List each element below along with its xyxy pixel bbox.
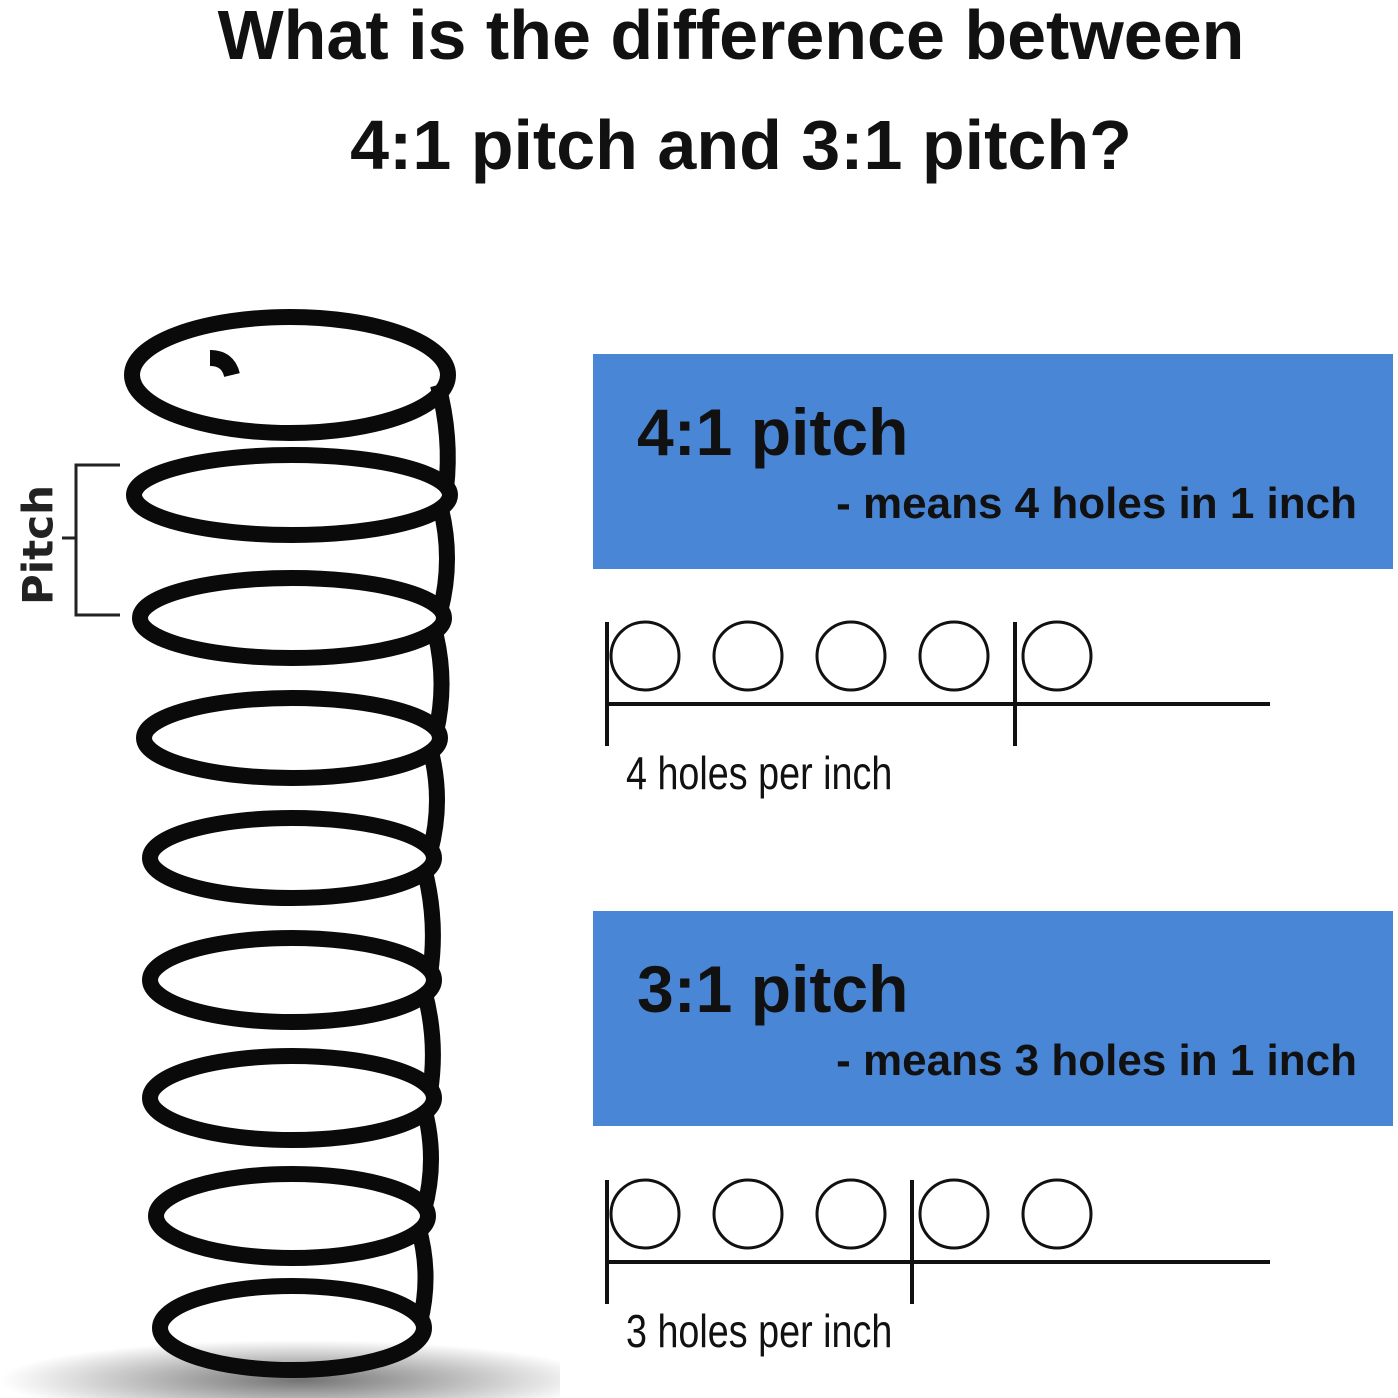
title-line-1: What is the difference between [217, 0, 1245, 74]
title-line-2: 4:1 pitch and 3:1 pitch? [350, 106, 1132, 184]
punch-hole [1021, 620, 1093, 692]
punch-hole [918, 620, 990, 692]
pitch-description-3-1: - means 3 holes in 1 inch [836, 1036, 1357, 1085]
coil-loops [124, 309, 458, 1378]
punch-hole [1021, 1178, 1093, 1250]
coil-loop [142, 1048, 442, 1148]
punch-hole [815, 1178, 887, 1250]
coil-strand [426, 625, 450, 734]
coil-loop [152, 1278, 432, 1378]
spiral-coil-illustration [0, 309, 560, 1398]
pitch-label: Pitch [13, 484, 63, 606]
punch-hole [815, 620, 887, 692]
pitch-heading-3-1: 3:1 pitch [637, 952, 909, 1026]
coil-strand [432, 502, 455, 615]
coil-loop [124, 309, 456, 441]
coil-loop [142, 930, 442, 1030]
pitch-box-4-1: 4:1 pitch - means 4 holes in 1 inch [593, 354, 1393, 569]
punch-hole [609, 620, 681, 692]
coil-loop [148, 1166, 436, 1266]
coil-strand [422, 745, 445, 855]
scale-caption-4-1: 4 holes per inch [626, 747, 893, 799]
coil-loop [132, 570, 452, 666]
punch-hole [712, 1178, 784, 1250]
coil-open-end [238, 340, 298, 380]
pitch-bracket [62, 463, 120, 617]
coil-loop [142, 810, 442, 906]
pitch-heading-4-1: 4:1 pitch [637, 395, 909, 469]
scale-caption-3-1: 3 holes per inch [626, 1305, 893, 1357]
punch-hole [609, 1178, 681, 1250]
punch-hole [712, 620, 784, 692]
pitch-description-4-1: - means 4 holes in 1 inch [836, 479, 1357, 528]
coil-loop [136, 690, 448, 786]
hole-scale-3-1 [605, 1178, 1270, 1304]
coil-strand [416, 1105, 439, 1213]
coil-loop [126, 447, 458, 543]
punch-hole [918, 1178, 990, 1250]
hole-scale-4-1 [605, 620, 1270, 746]
coil-end-cap [209, 350, 240, 378]
pitch-box-3-1: 3:1 pitch - means 3 holes in 1 inch [593, 911, 1393, 1126]
